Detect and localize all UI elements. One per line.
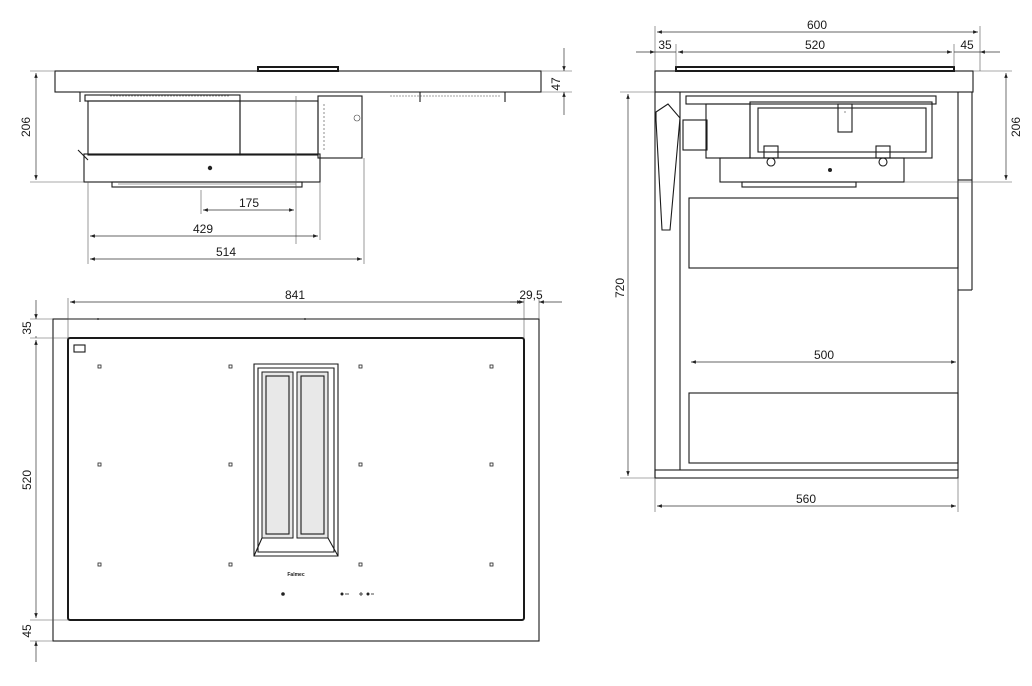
dim-cabinet-width: 560 — [796, 492, 816, 506]
dim-front-width: 600 — [807, 18, 827, 32]
cabinet-plinth — [654, 469, 959, 479]
dim-plan-margin-bottom: 45 — [20, 624, 34, 638]
plan-hob-glass — [67, 337, 525, 621]
drawer-upper — [688, 197, 959, 269]
dim-plan-margin-top: 35 — [20, 321, 34, 335]
brand-logo: Falmec — [287, 572, 304, 578]
dim-side-175: 175 — [239, 196, 259, 210]
cabinet-view: 600 35 520 45 206 720 500 560 — [613, 18, 1023, 512]
downdraft-vent — [253, 363, 339, 557]
plan-worktop-cutout — [52, 318, 540, 642]
side-filter-box — [83, 153, 321, 183]
dim-side-514: 514 — [216, 245, 236, 259]
dim-side-top-thickness: 47 — [549, 77, 563, 91]
dim-front-left: 35 — [658, 38, 672, 52]
dim-side-429: 429 — [193, 222, 213, 236]
dim-side-height: 206 — [19, 117, 33, 137]
dim-front-height: 206 — [1009, 117, 1023, 137]
cabinet-worktop — [654, 70, 974, 93]
zone-marks — [97, 364, 494, 567]
dim-cabinet-height: 720 — [613, 278, 627, 298]
side-view: 47 206 175 429 514 — [19, 48, 572, 264]
touch-controls — [281, 592, 374, 596]
side-hob-glass — [257, 66, 339, 72]
dim-drawer-width: 500 — [814, 348, 834, 362]
dim-plan-margin-right: 29,5 — [519, 288, 543, 302]
side-motor-block — [87, 100, 241, 156]
side-worktop — [54, 70, 542, 93]
dim-front-right: 45 — [960, 38, 974, 52]
cabinet-back-panel — [655, 103, 681, 231]
drawer-lower — [688, 392, 959, 464]
dim-front-mid: 520 — [805, 38, 825, 52]
dim-plan-width: 841 — [285, 288, 305, 302]
dim-plan-depth: 520 — [20, 470, 34, 490]
side-connector — [317, 95, 363, 159]
plan-label-plate — [73, 344, 86, 353]
cabinet-motor-unit — [682, 95, 937, 188]
plan-view: Falmec 841 29,5 35 520 45 — [20, 288, 562, 662]
